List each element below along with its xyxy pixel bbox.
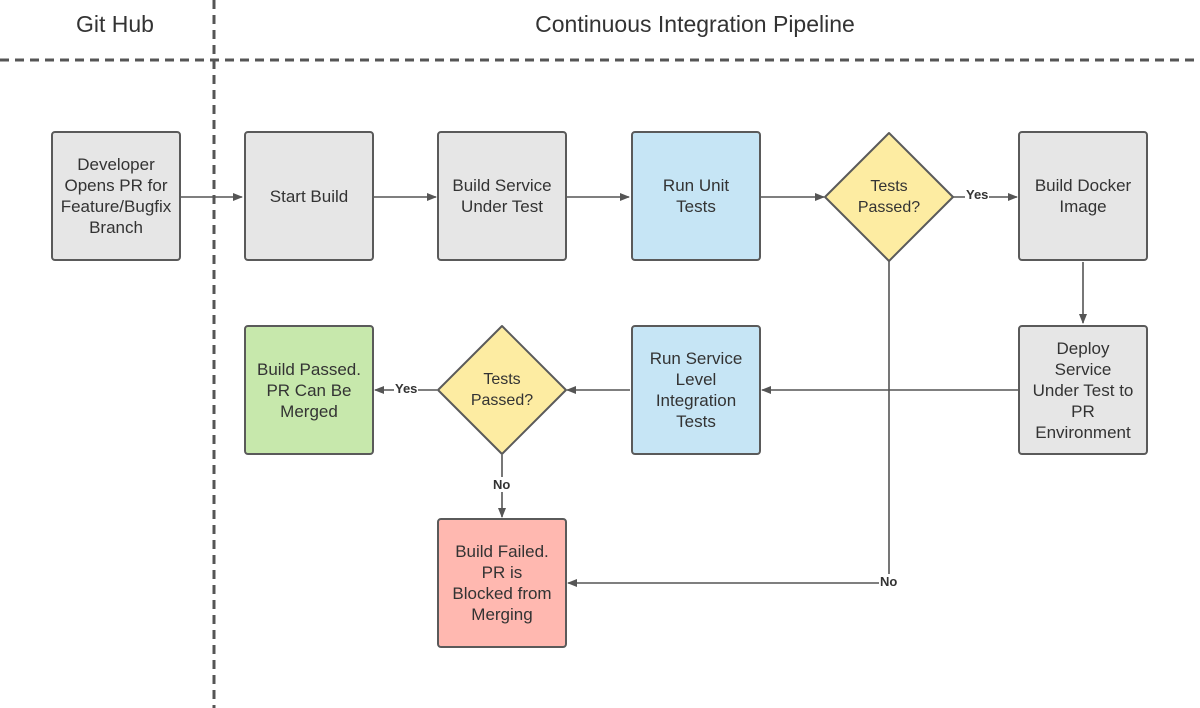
edge-label-no-unit: No: [879, 574, 899, 589]
node-run-unit-tests: Run Unit Tests: [631, 131, 761, 261]
node-start-build-label: Start Build: [269, 186, 349, 206]
node-start-build: Start Build: [244, 131, 374, 261]
node-build-passed: Build Passed. PR Can Be Merged: [244, 325, 374, 455]
node-deploy-service: Deploy Service Under Test to PR Environm…: [1018, 325, 1148, 455]
node-build-service-label: Build Service Under Test: [452, 176, 552, 216]
node-build-docker-image: Build Docker Image: [1018, 131, 1148, 261]
edge-label-no-integration: No: [492, 477, 512, 492]
node-run-integration-tests: Run Service Level Integration Tests: [631, 325, 761, 455]
edge-label-yes-unit: Yes: [965, 187, 990, 202]
edge-label-yes-integration: Yes: [394, 381, 419, 396]
node-developer-opens-pr-label: Developer Opens PR for Feature/Bugfix Br…: [60, 155, 172, 237]
lane-title-github: Git Hub: [76, 11, 154, 37]
node-build-failed: Build Failed. PR is Blocked from Merging: [437, 518, 567, 648]
decision-integration-tests-label: Tests Passed?: [470, 371, 534, 409]
node-build-service: Build Service Under Test: [437, 131, 567, 261]
node-developer-opens-pr: Developer Opens PR for Feature/Bugfix Br…: [51, 131, 181, 261]
decision-diamond-unit-tests: [824, 132, 954, 262]
decision-diamond-integration-tests: [437, 325, 567, 455]
decision-unit-tests-label: Tests Passed?: [857, 178, 921, 216]
node-build-docker-image-label: Build Docker Image: [1034, 176, 1132, 216]
lane-title-ci: Continuous Integration Pipeline: [535, 11, 855, 37]
node-build-passed-label: Build Passed. PR Can Be Merged: [257, 359, 361, 421]
node-run-unit-tests-label: Run Unit Tests: [662, 176, 730, 216]
node-deploy-service-label: Deploy Service Under Test to PR Environm…: [1032, 338, 1134, 442]
node-build-failed-label: Build Failed. PR is Blocked from Merging: [452, 542, 552, 624]
node-run-integration-tests-label: Run Service Level Integration Tests: [649, 349, 743, 431]
